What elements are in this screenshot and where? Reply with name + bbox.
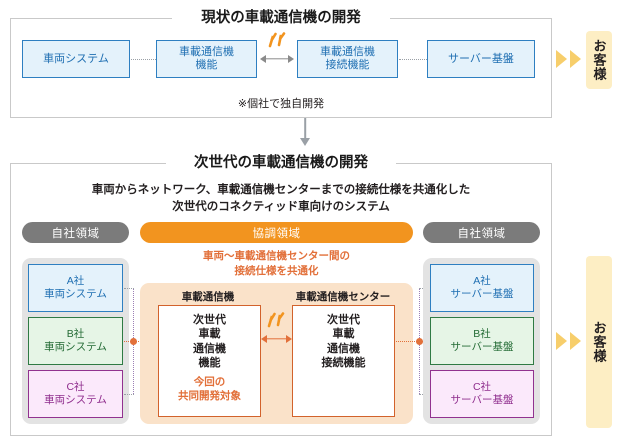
pill-own-domain-left-label: 自社領域: [51, 227, 100, 240]
next-gen-lead-line1: 車両からネットワーク、車載通信機センターまでの接続仕様を共通化した: [91, 184, 471, 196]
box-company-b-vehicle-label: B社 車両システム: [44, 327, 107, 353]
next-gen-development-title: 次世代の車載通信機の開発: [166, 154, 396, 173]
left-branch-a: [124, 288, 134, 289]
next-gen-lead-line2: 次世代のコネクティッド車向けのシステム: [172, 201, 390, 213]
down-arrow-icon: [299, 118, 311, 146]
chevron-right-icon-bottom-2: [570, 332, 581, 350]
left-branch-c: [124, 394, 134, 395]
connector-tcu-to-server: [399, 59, 427, 60]
box-company-c-vehicle-label: C社 車両システム: [44, 380, 107, 406]
box-server-platform-label: サーバー基盤: [448, 52, 514, 65]
box-company-b-vehicle: B社 車両システム: [28, 317, 123, 365]
chevron-right-icon-top-1: [556, 50, 567, 68]
box-vehicle-system-label: 車両システム: [43, 52, 109, 65]
customer-card-top: お客様: [586, 31, 612, 89]
chevron-right-icon-bottom-1: [556, 332, 567, 350]
pill-cooperative-domain: 協調領域: [140, 222, 413, 243]
right-bus-junction-dot: [416, 338, 423, 345]
pill-own-domain-left: 自社領域: [22, 222, 129, 243]
box-vehicle-system: 車両システム: [22, 40, 130, 78]
box-company-b-server: B社 サーバー基盤: [430, 317, 534, 365]
box-tcu-function: 車載通信機 機能: [156, 40, 257, 78]
pill-own-domain-right-label: 自社領域: [457, 227, 506, 240]
box-next-gen-tcu-function-body: 次世代 車載 通信機 機能: [193, 314, 226, 369]
wireless-spark-icon: [266, 32, 288, 48]
box-tcu-connect-function: 車載通信機 接続機能: [297, 40, 398, 78]
double-arrow-icon-center: [261, 332, 292, 346]
wireless-spark-icon-center: [265, 312, 287, 328]
box-next-gen-tcu-function: 次世代 車載 通信機 機能 今回の 共同開発対象: [158, 305, 261, 417]
box-company-c-server: C社 サーバー基盤: [430, 370, 534, 418]
center-right-heading: 車載通信機センター: [295, 291, 391, 303]
center-left-heading: 車載通信機: [181, 291, 235, 303]
box-company-b-server-label: B社 サーバー基盤: [450, 327, 514, 353]
current-development-title: 現状の車載通信機の開発: [172, 9, 390, 28]
connector-vehicle-to-tcu: [131, 59, 156, 60]
box-server-platform: サーバー基盤: [427, 40, 535, 78]
box-next-gen-tcu-function-sub: 今回の 共同開発対象: [178, 376, 241, 402]
box-tcu-function-label: 車載通信機 機能: [179, 46, 234, 71]
box-company-a-server-label: A社 サーバー基盤: [450, 274, 514, 300]
box-next-gen-tcu-center-function: 次世代 車載 通信機 接続機能: [292, 305, 395, 417]
box-company-c-server-label: C社 サーバー基盤: [450, 380, 514, 406]
customer-card-top-label: お客様: [591, 39, 607, 81]
box-company-a-vehicle-label: A社 車両システム: [44, 274, 107, 300]
box-company-a-vehicle: A社 車両システム: [28, 264, 123, 312]
pill-own-domain-right: 自社領域: [423, 222, 540, 243]
customer-card-bottom-label: お客様: [591, 321, 607, 363]
coop-note-line1: 車両～車載通信機センター間の: [203, 250, 350, 262]
double-arrow-icon-top: [260, 52, 294, 66]
box-tcu-connect-function-label: 車載通信機 接続機能: [320, 46, 375, 71]
left-bus-junction-dot: [130, 338, 137, 345]
coop-note-line2: 接続仕様を共通化: [234, 265, 319, 277]
box-company-c-vehicle: C社 車両システム: [28, 370, 123, 418]
customer-card-bottom: お客様: [586, 256, 612, 428]
chevron-right-icon-top-2: [570, 50, 581, 68]
box-company-a-server: A社 サーバー基盤: [430, 264, 534, 312]
current-development-note: ※個社で独自開発: [237, 98, 325, 110]
box-next-gen-tcu-center-function-body: 次世代 車載 通信機 接続機能: [321, 314, 366, 369]
right-branch-b: [396, 341, 429, 342]
pill-cooperative-domain-label: 協調領域: [252, 227, 301, 240]
